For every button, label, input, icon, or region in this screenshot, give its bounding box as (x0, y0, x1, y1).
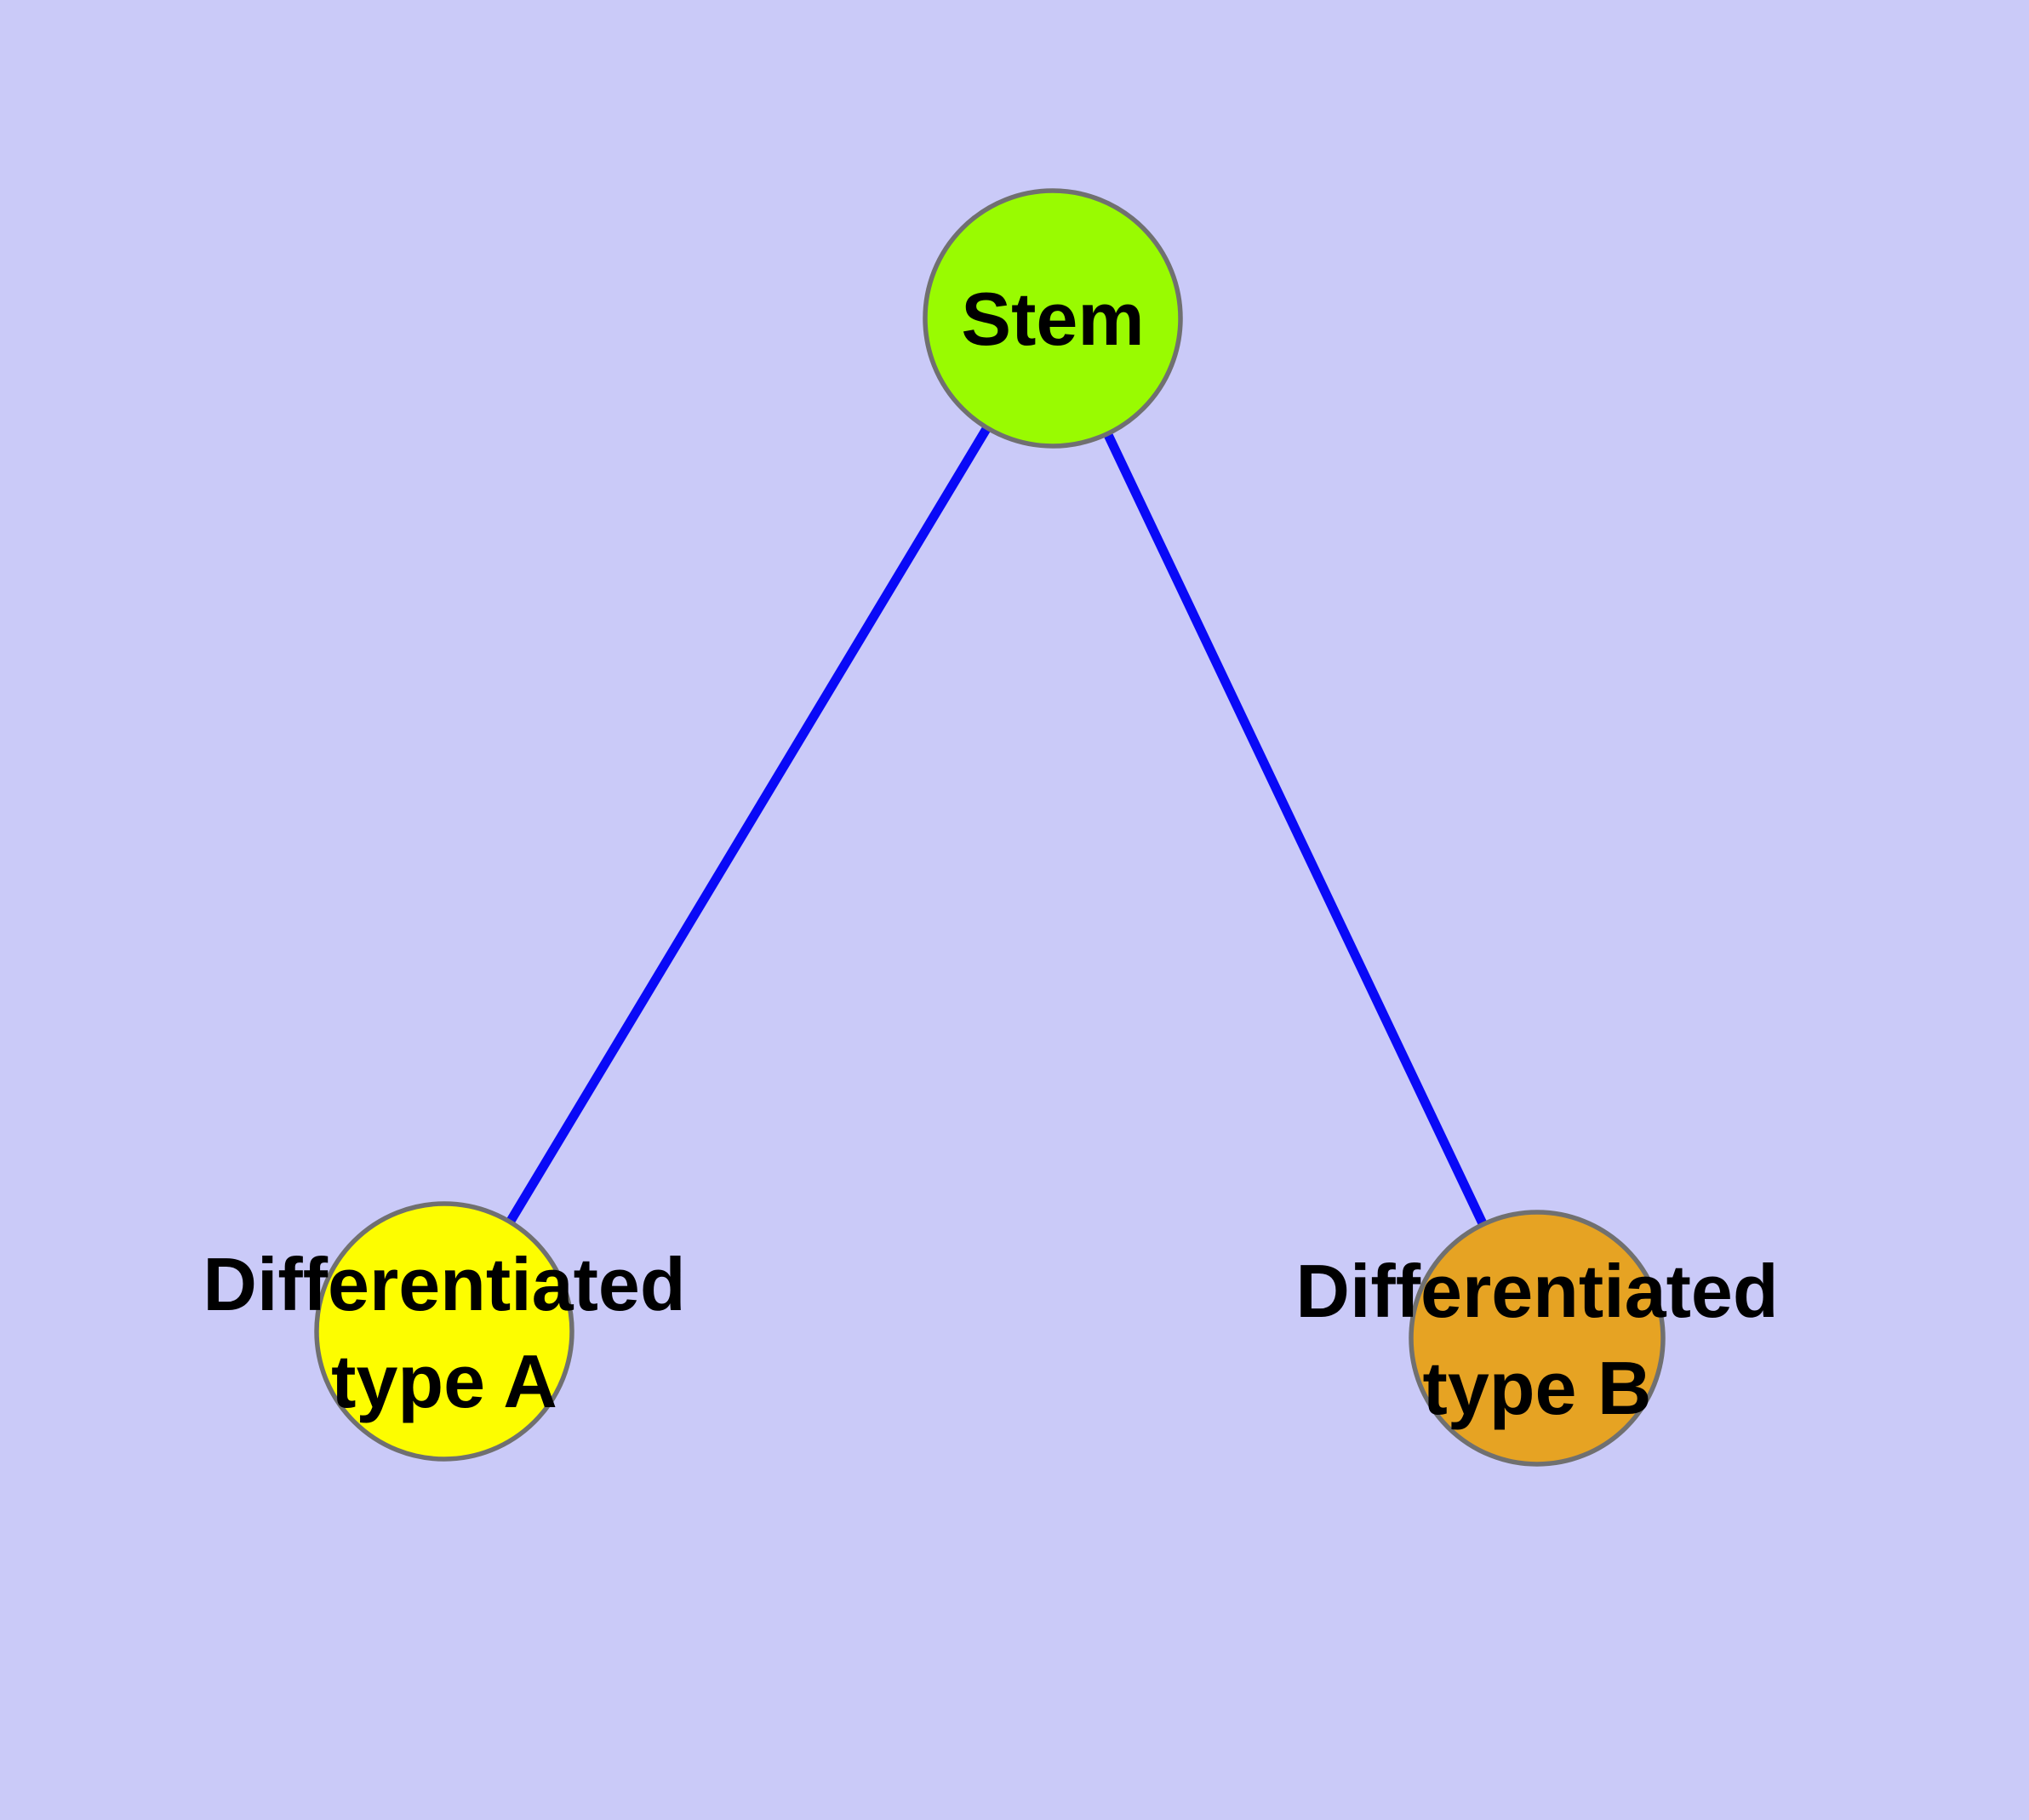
type-b-label-line-1: Differentiated (1295, 1249, 1778, 1333)
node-layer (314, 188, 1666, 1467)
differentiated-type-a-node (314, 1201, 574, 1462)
edge-stem-to-type-a (440, 316, 1057, 1334)
type-a-label-line-2: type A (331, 1339, 557, 1423)
edge-layer (440, 316, 1541, 1341)
type-a-label-line-1: Differentiated (203, 1242, 685, 1326)
label-layer: Stem Differentiated type A Differentiate… (203, 277, 1778, 1430)
edge-stem-to-type-b (1049, 316, 1541, 1341)
stem-node-label: Stem (961, 277, 1144, 361)
stem-node (923, 188, 1183, 449)
type-b-label-line-2: type B (1423, 1346, 1652, 1430)
differentiated-type-b-node (1409, 1210, 1666, 1467)
